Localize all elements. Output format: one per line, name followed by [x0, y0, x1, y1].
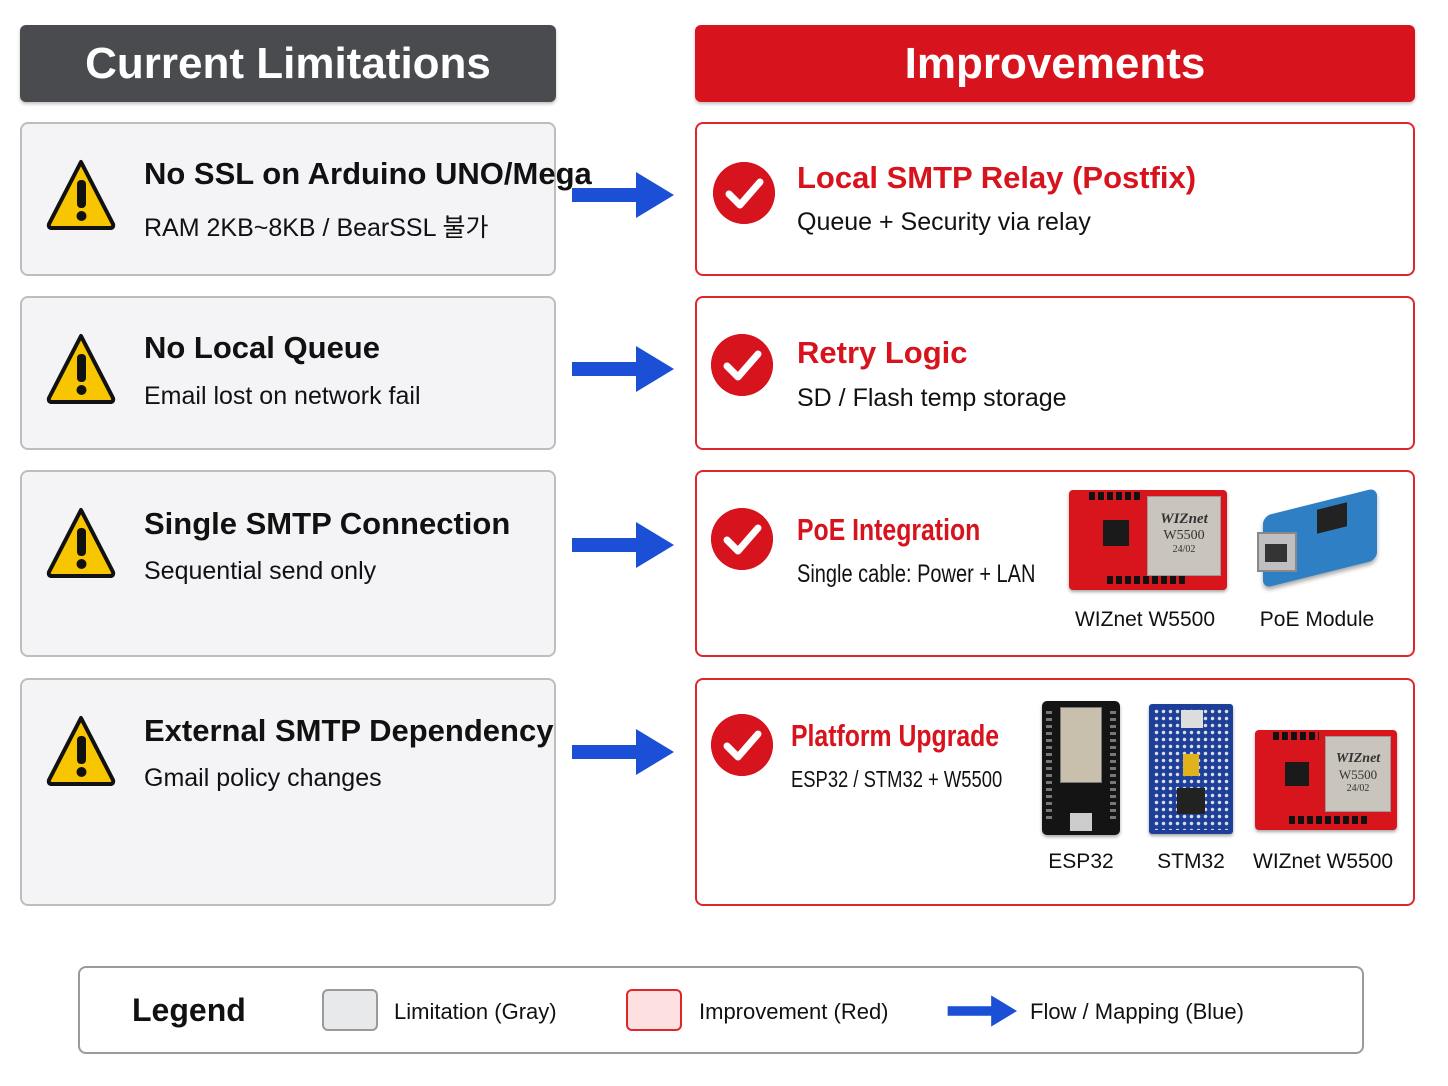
check-icon: [711, 508, 773, 570]
limitation-subtitle: Gmail policy changes: [144, 764, 382, 792]
esp32-board-image: [1042, 701, 1120, 835]
chip-date-marking: 24/02: [1346, 783, 1370, 794]
improvement-subtitle: Queue + Security via relay: [797, 208, 1091, 236]
warning-icon: [46, 716, 116, 786]
wiznet-w5500-module-image: WIZnet W5500 24/02: [1069, 490, 1227, 590]
module-label: PoE Module: [1259, 608, 1375, 631]
stm32-board-image: [1149, 704, 1233, 834]
module-label: WIZnet W5500: [1253, 850, 1394, 873]
warning-icon: [46, 334, 116, 404]
limitation-title: No SSL on Arduino UNO/Mega: [144, 156, 592, 191]
limitation-subtitle: Email lost on network fail: [144, 382, 421, 410]
poe-module-image: [1253, 487, 1387, 589]
improvement-subtitle: SD / Flash temp storage: [797, 384, 1067, 412]
legend-swatch-limitation: [322, 989, 378, 1031]
improvement-card-platform-upgrade: Platform Upgrade ESP32 / STM32 + W5500 E…: [695, 678, 1415, 906]
chip-date-marking: 24/02: [1172, 544, 1196, 555]
chip-model-marking: W5500: [1338, 767, 1378, 782]
improvement-title: Retry Logic: [797, 335, 968, 370]
legend: Legend Limitation (Gray) Improvement (Re…: [78, 966, 1364, 1054]
check-icon: [711, 334, 773, 396]
improvement-title: Platform Upgrade: [791, 718, 1000, 753]
legend-swatch-improvement: [626, 989, 682, 1031]
check-icon: [711, 714, 773, 776]
legend-label-improvement: Improvement (Red): [699, 999, 889, 1024]
limitation-card-external-smtp: External SMTP Dependency Gmail policy ch…: [20, 678, 556, 906]
warning-icon: [46, 508, 116, 578]
flow-arrow-icon: [572, 172, 674, 218]
limitation-title: External SMTP Dependency: [144, 713, 554, 748]
module-label: STM32: [1157, 850, 1225, 873]
limitation-subtitle: Sequential send only: [144, 557, 377, 585]
improvement-title: Local SMTP Relay (Postfix): [797, 160, 1197, 195]
legend-label-flow: Flow / Mapping (Blue): [1030, 999, 1244, 1024]
improvements-header: Improvements: [695, 25, 1415, 102]
legend-title: Legend: [132, 992, 246, 1028]
improvement-card-retry-logic: Retry Logic SD / Flash temp storage: [695, 296, 1415, 450]
limitation-card-no-ssl: No SSL on Arduino UNO/Mega RAM 2KB~8KB /…: [20, 122, 592, 276]
improvement-title: PoE Integration: [797, 512, 981, 547]
wiznet-w5500-module-image: WIZnet W5500 24/02: [1255, 730, 1397, 830]
limitation-card-no-queue: No Local Queue Email lost on network fai…: [20, 296, 556, 450]
limitation-card-single-smtp: Single SMTP Connection Sequential send o…: [20, 470, 556, 657]
chip-brand-marking: WIZnet: [1335, 751, 1381, 766]
improvement-card-poe: PoE Integration Single cable: Power + LA…: [695, 470, 1415, 657]
warning-icon: [46, 160, 116, 230]
limitation-title: Single SMTP Connection: [144, 506, 511, 541]
current-limitations-header: Current Limitations: [20, 25, 556, 102]
flow-arrow-icon: [572, 729, 674, 775]
chip-brand-marking: WIZnet: [1160, 511, 1208, 527]
flow-arrow-icon: [572, 346, 674, 392]
legend-label-limitation: Limitation (Gray): [394, 999, 557, 1024]
limitation-subtitle: RAM 2KB~8KB / BearSSL 불가: [144, 214, 489, 242]
chip-model-marking: W5500: [1163, 528, 1205, 543]
limitation-title: No Local Queue: [144, 330, 380, 365]
module-label: WIZnet W5500: [1074, 608, 1216, 631]
improvement-card-smtp-relay: Local SMTP Relay (Postfix) Queue + Secur…: [695, 122, 1415, 276]
flow-arrow-icon: [572, 522, 674, 568]
legend-arrow-icon: [947, 995, 1017, 1027]
improvement-subtitle: Single cable: Power + LAN: [797, 560, 1036, 588]
improvement-subtitle: ESP32 / STM32 + W5500: [791, 766, 1003, 792]
check-icon: [713, 162, 775, 224]
module-label: ESP32: [1048, 850, 1114, 873]
